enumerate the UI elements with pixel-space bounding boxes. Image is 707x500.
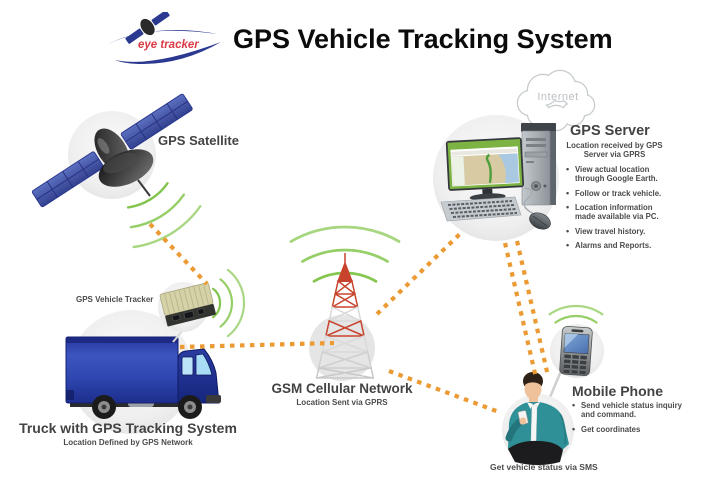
page-title: GPS Vehicle Tracking System xyxy=(233,24,613,54)
server-bullet: Alarms and Reports. xyxy=(566,240,672,251)
server-bullet: Follow or track vehicle. xyxy=(566,188,672,199)
server-bullet: View travel history. xyxy=(566,226,672,237)
phone-bullet-list: Send vehicle status inquiry and command.… xyxy=(572,400,697,439)
link-server-phone-b xyxy=(514,240,551,377)
server-title: GPS Server xyxy=(570,123,650,139)
gsm-title: GSM Cellular Network xyxy=(271,381,413,396)
satellite-signal-arcs xyxy=(126,182,202,249)
logo-text: eye tracker xyxy=(138,39,199,51)
phone-bullet: Get coordinates xyxy=(572,424,697,435)
link-satellite-tracker xyxy=(148,222,209,286)
gps-satellite-icon xyxy=(31,93,193,208)
truck-icon xyxy=(65,310,221,434)
person-icon xyxy=(502,372,574,466)
internet-label: Internet xyxy=(537,91,579,103)
link-server-phone-a xyxy=(502,242,539,379)
link-tower-server xyxy=(375,229,465,316)
tracker-label: GPS Vehicle Tracker xyxy=(76,295,154,304)
truck-subtitle: Location Defined by GPS Network xyxy=(63,438,193,447)
phone-title: Mobile Phone xyxy=(572,383,663,399)
connection-lines xyxy=(148,222,551,414)
truck-title: Truck with GPS Tracking System xyxy=(19,420,237,436)
gps-server-icon xyxy=(433,69,596,241)
server-bullet: View actual location through Google Eart… xyxy=(566,164,672,184)
mobile-phone-icon xyxy=(546,324,604,403)
tracker-signal-arcs xyxy=(212,268,246,338)
gsm-label-block: GSM Cellular Network Location Sent via G… xyxy=(262,381,422,407)
internet-cloud-icon xyxy=(516,69,596,132)
server-bullet: Location information made available via … xyxy=(566,202,672,222)
gsm-tower-icon xyxy=(309,253,375,381)
person-caption: Get vehicle status via SMS xyxy=(490,462,598,472)
gps-tracker-icon xyxy=(158,282,216,343)
eye-tracker-logo-icon xyxy=(107,12,221,64)
eye-tracker-logo: eye tracker xyxy=(105,12,225,67)
satellite-label: GPS Satellite xyxy=(158,133,239,148)
server-bullet-list: View actual location through Google Eart… xyxy=(566,164,672,255)
server-subtitle: Location received by GPS Server via GPRS xyxy=(566,141,663,160)
phone-bullet: Send vehicle status inquiry and command. xyxy=(572,400,697,420)
truck-label-block: Truck with GPS Tracking System Location … xyxy=(18,420,238,447)
gsm-subtitle: Location Sent via GPRS xyxy=(296,398,388,407)
